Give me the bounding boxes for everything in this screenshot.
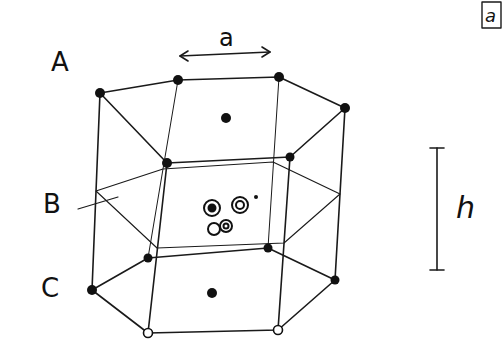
middle-atoms [204, 197, 248, 235]
edge [148, 80, 178, 258]
arrowhead [180, 51, 188, 61]
open-atoms [144, 326, 283, 338]
layer-label: C [41, 275, 59, 301]
corner-box [482, 2, 501, 28]
dimension-arrow [180, 52, 270, 56]
edge [148, 163, 167, 333]
leader-line [78, 197, 118, 209]
tick [430, 147, 444, 149]
middle-plane [96, 162, 340, 248]
layer-label: B [43, 191, 61, 217]
corner-label: a [485, 7, 496, 25]
edge [268, 77, 279, 248]
layer-label: A [51, 49, 69, 75]
height-label: h [456, 193, 475, 223]
dimension-label: a [219, 26, 234, 50]
tick [430, 269, 444, 271]
edge [335, 108, 345, 280]
height-bar [436, 148, 438, 270]
arrowhead [262, 47, 270, 57]
edge [278, 157, 290, 330]
edge [92, 93, 100, 290]
bottom-hexagon [92, 248, 335, 333]
top-hexagon [100, 77, 345, 163]
atoms [87, 72, 350, 298]
